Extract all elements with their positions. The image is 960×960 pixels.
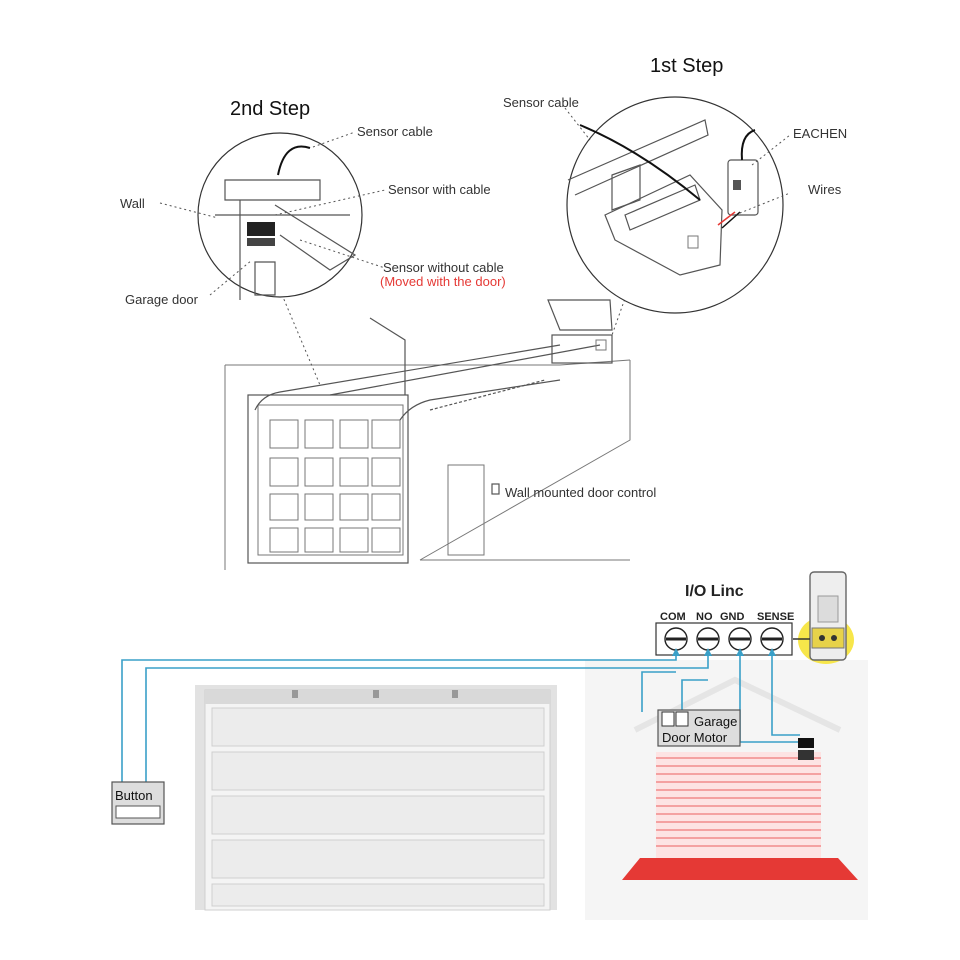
wiring-diagram: I/O Linc COM NO GND SENSE [111, 571, 868, 920]
garage-illustration: Wall mounted door control [224, 289, 656, 570]
button-box: Button [111, 781, 165, 825]
terminal-screw-no [696, 627, 720, 651]
opener-motor [551, 334, 613, 364]
terminal-screw-gnd [728, 627, 752, 651]
terminal-label-com: COM [660, 611, 686, 623]
sectional-door [195, 685, 557, 911]
opener-bracket [547, 299, 613, 331]
motor-label-line2: Door Motor [662, 730, 728, 745]
red-roller-door [622, 752, 858, 880]
eachen-module [727, 159, 759, 216]
io-linc-title: I/O Linc [685, 583, 744, 600]
back-door [447, 464, 485, 556]
eachen-label: EACHEN [793, 126, 847, 141]
button-label: Button [115, 788, 153, 803]
sensor-with-cable-label: Sensor with cable [388, 182, 491, 197]
step1-detail: 1st Step Sensor cable EACHEN Wires [503, 55, 847, 314]
sensor-with-cable [247, 222, 275, 236]
step2-detail: 2nd Step Sensor cable Sensor with cable … [120, 98, 506, 307]
step1-sensor-cable-label: Sensor cable [503, 95, 579, 110]
terminal-label-sense: SENSE [757, 611, 794, 623]
wall-label: Wall [120, 196, 145, 211]
illustration-door [247, 394, 409, 564]
step2-title: 2nd Step [230, 98, 310, 120]
sensor-without-cable [247, 238, 275, 246]
terminal-label-gnd: GND [720, 611, 745, 623]
terminal-label-no: NO [696, 611, 713, 623]
door-frame-sensor [798, 738, 814, 760]
terminal-screw-sense [760, 627, 784, 651]
step1-title: 1st Step [650, 55, 723, 77]
sensor-without-cable-label: Sensor without cable [383, 260, 504, 275]
wall-control-icon [491, 483, 500, 495]
io-linc-module: I/O Linc COM NO GND SENSE [655, 583, 794, 656]
moved-with-door-note: (Moved with the door) [380, 274, 506, 289]
step2-sensor-cable-label: Sensor cable [357, 124, 433, 139]
motor-label-line1: Garage [694, 714, 737, 729]
terminal-screw-com [664, 627, 688, 651]
wiring-lines [121, 655, 800, 782]
wall-control-label: Wall mounted door control [505, 485, 656, 500]
reed-sensor-photo [793, 571, 854, 664]
wires-label: Wires [808, 182, 842, 197]
garage-door-label: Garage door [125, 292, 199, 307]
garage-door-motor-box: Garage Door Motor [657, 709, 741, 747]
